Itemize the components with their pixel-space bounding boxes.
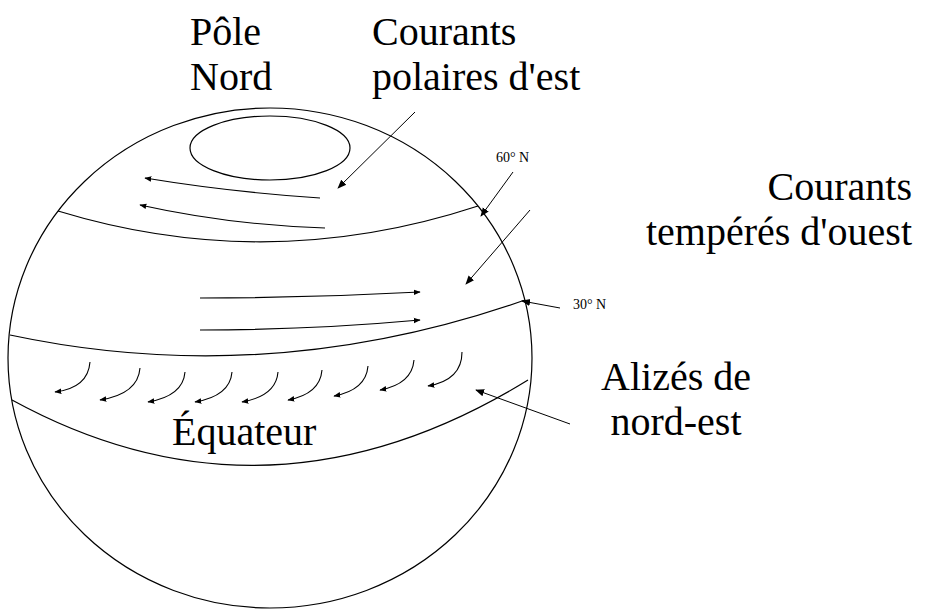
wind-label: Alizés de nord-est <box>540 355 812 445</box>
label-line: Équateur <box>172 410 316 455</box>
wind-arrow <box>380 360 414 390</box>
wind-arrow <box>288 370 322 400</box>
leader-line <box>466 210 530 284</box>
leader-line <box>338 112 415 188</box>
label-line: Nord <box>190 55 272 100</box>
label-line: Alizés de <box>601 355 751 400</box>
wind-arrow <box>200 320 420 330</box>
wind-arrow <box>200 292 420 298</box>
leader-line <box>476 390 570 424</box>
wind-arrow <box>55 362 90 392</box>
leader-line <box>522 301 560 308</box>
label-line: Pôle <box>190 10 261 55</box>
latitude-label: 30° N <box>573 297 633 313</box>
wind-arrow <box>334 366 368 396</box>
wind-arrow <box>242 372 278 402</box>
label-line: Courants <box>372 10 516 55</box>
label-line: polaires d'est <box>372 55 580 100</box>
label-line: Courants <box>768 165 912 210</box>
wind-arrow <box>100 368 140 400</box>
latitude-line <box>12 380 528 465</box>
wind-label: Courants tempérés d'ouest <box>512 165 912 255</box>
latitude-line <box>10 300 525 356</box>
label-line: 30° N <box>573 297 606 313</box>
label-line: 60° N <box>496 150 529 166</box>
globe-outline <box>8 108 532 608</box>
wind-arrow <box>145 178 320 198</box>
polar-cap <box>190 116 350 180</box>
label-line: tempérés d'ouest <box>646 210 912 255</box>
wind-arrow <box>140 205 325 228</box>
wind-arrow <box>195 372 232 402</box>
leader-line <box>481 172 513 216</box>
wind-arrow <box>428 352 462 386</box>
label-line: nord-est <box>610 400 741 445</box>
wind-arrow <box>148 372 185 402</box>
pole-label: Pôle Nord <box>190 10 350 100</box>
equator-label: Équateur <box>172 410 412 455</box>
latitude-line <box>58 206 478 242</box>
wind-label: Courants polaires d'est <box>372 10 672 100</box>
latitude-label: 60° N <box>496 150 556 166</box>
